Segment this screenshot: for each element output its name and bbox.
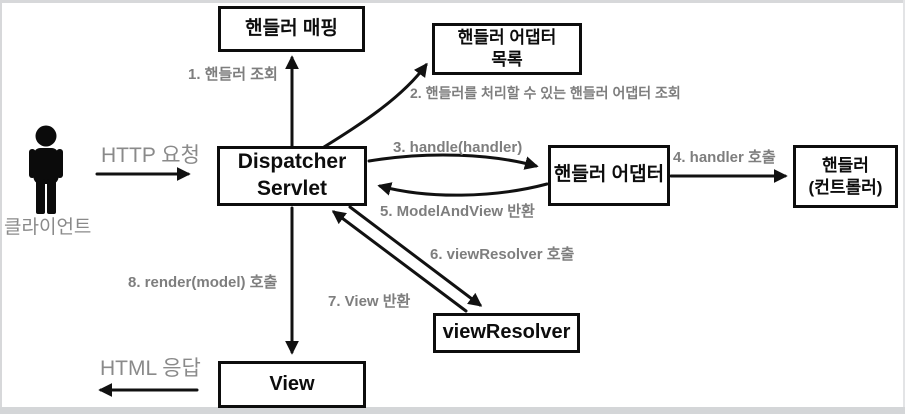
label-step-4: 4. handler 호출	[673, 149, 776, 166]
arrow-step7-view-return	[331, 210, 468, 313]
box-handler-mapping: 핸들러 매핑	[218, 6, 365, 52]
box-handler-adapter-list-line2: 목록	[491, 50, 523, 69]
box-handler-adapter-label: 핸들러 어댑터	[553, 164, 665, 186]
box-handler-controller-line2: (컨트롤러)	[808, 177, 883, 197]
frame-edge-bottom	[0, 407, 905, 414]
label-http-request: HTTP 요청	[101, 144, 200, 167]
label-client: 클라이언트	[4, 217, 92, 238]
box-dispatcher-servlet-line2: Servlet	[256, 177, 328, 200]
box-dispatcher-servlet: Dispatcher Servlet	[217, 146, 367, 206]
box-view-label: View	[269, 372, 315, 395]
arrow-step5-modelandview-return	[377, 182, 549, 197]
label-step-7: 7. View 반환	[328, 293, 411, 310]
box-handler-controller: 핸들러 (컨트롤러)	[793, 145, 898, 208]
box-handler-adapter: 핸들러 어댑터	[548, 145, 670, 206]
label-step-1: 1. 핸들러 조회	[188, 66, 278, 83]
box-handler-adapter-list-line1: 핸들러 어댑터	[457, 28, 557, 48]
label-step-5: 5. ModelAndView 반환	[380, 203, 535, 220]
frame-edge-right	[903, 0, 905, 414]
box-view-resolver: viewResolver	[433, 313, 580, 353]
label-step-8: 8. render(model) 호출	[128, 274, 278, 291]
frame-edge-top	[0, 0, 905, 3]
label-step-6: 6. viewResolver 호출	[430, 246, 575, 263]
label-step-2: 2. 핸들러를 처리할 수 있는 핸들러 어댑터 조회	[410, 85, 681, 101]
label-html-response: HTML 응답	[100, 357, 201, 380]
client-person-icon	[29, 125, 63, 214]
box-view: View	[218, 361, 366, 408]
frame-edge-left	[0, 0, 2, 414]
arrow-step6-viewresolver-call	[348, 205, 483, 307]
arrow-step3-handle	[367, 153, 539, 170]
box-handler-controller-line1: 핸들러	[822, 155, 869, 175]
box-handler-adapter-list: 핸들러 어댑터 목록	[432, 23, 582, 75]
arrow-step2-adapter-lookup	[322, 62, 428, 149]
label-step-3: 3. handle(handler)	[393, 139, 523, 156]
box-dispatcher-servlet-line1: Dispatcher	[237, 150, 347, 174]
box-handler-mapping-label: 핸들러 매핑	[245, 17, 338, 39]
box-view-resolver-label: viewResolver	[442, 321, 571, 344]
